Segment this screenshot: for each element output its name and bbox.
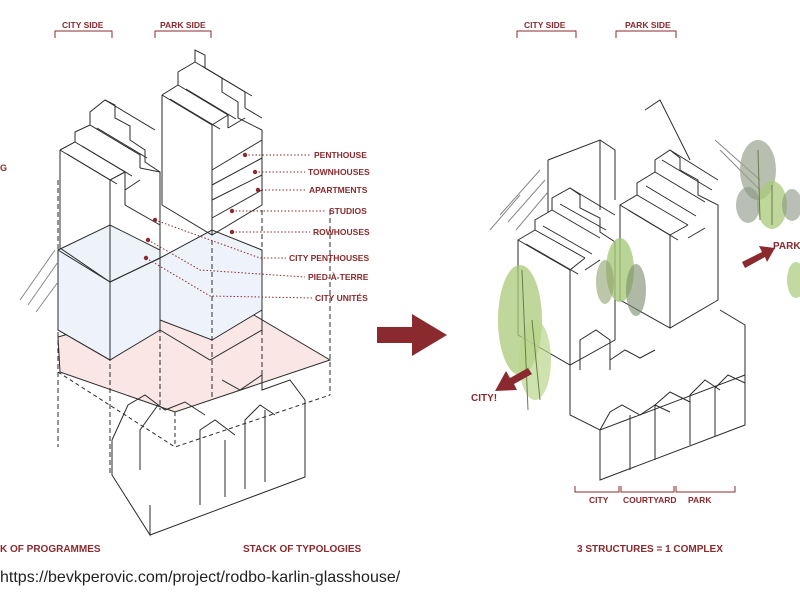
- callout-park: PARK: [773, 241, 800, 252]
- programme-penthouse: PENTHOUSE: [314, 150, 367, 160]
- caption-programmes: K OF PROGRAMMES: [0, 544, 101, 555]
- bottom-city-bracket: [574, 486, 620, 493]
- bottom-park-bracket: [675, 486, 736, 493]
- existing-houses: [111, 374, 306, 537]
- caption-typologies: STACK OF TYPOLOGIES: [243, 544, 361, 555]
- right-arrow-icon: [377, 314, 447, 356]
- bottom-label-courtyard: COURTYARD: [623, 495, 677, 505]
- left-edge-fragment: G: [0, 163, 7, 173]
- bottom-courtyard-bracket: [620, 486, 675, 493]
- source-url[interactable]: https://bevkperovic.com/project/rodbo-ka…: [0, 569, 401, 586]
- programme-apartments: APARTMENTS: [309, 185, 368, 195]
- bottom-label-park: PARK: [688, 495, 712, 505]
- left-city-side-label: CITY SIDE: [62, 20, 104, 30]
- left-hatching: [19, 249, 59, 313]
- left-structure: [517, 187, 616, 366]
- lower-houses: [569, 309, 746, 481]
- programme-rowhouses: ROWHOUSES: [313, 227, 370, 237]
- park-arrow-icon: [742, 246, 775, 268]
- right-block-upper: [161, 49, 263, 236]
- callout-city: CITY!: [471, 393, 497, 404]
- programme-city-unites: CITY UNITÉS: [315, 293, 368, 303]
- bottom-label-city: CITY: [589, 495, 609, 505]
- right-city-side-bracket: [516, 30, 577, 38]
- left-park-side-label: PARK SIDE: [160, 20, 206, 30]
- leader-dots: [143, 152, 261, 261]
- slab-dashed-outline: [57, 371, 331, 448]
- programme-city-penthouses: CITY PENTHOUSES: [289, 253, 369, 263]
- city-tree: [498, 265, 551, 411]
- leader-lines: [145, 154, 326, 299]
- city-arrow-icon: [495, 368, 532, 391]
- caption-complex: 3 STRUCTURES = 1 COMPLEX: [577, 544, 723, 555]
- programme-townhouses: TOWNHOUSES: [308, 167, 370, 177]
- city-side-bracket: [54, 30, 113, 38]
- courtyard-trees: [596, 238, 646, 316]
- park-side-bracket: [154, 30, 212, 38]
- right-park-side-label: PARK SIDE: [625, 20, 671, 30]
- programme-pied-a-terre: PIED-À-TERRE: [308, 272, 369, 282]
- dashed-guides: [57, 180, 331, 475]
- park-trees: [736, 140, 800, 298]
- right-park-side-bracket: [615, 30, 677, 38]
- left-diagram: [19, 30, 332, 537]
- programme-studios: STUDIOS: [329, 206, 367, 216]
- right-city-side-label: CITY SIDE: [524, 20, 566, 30]
